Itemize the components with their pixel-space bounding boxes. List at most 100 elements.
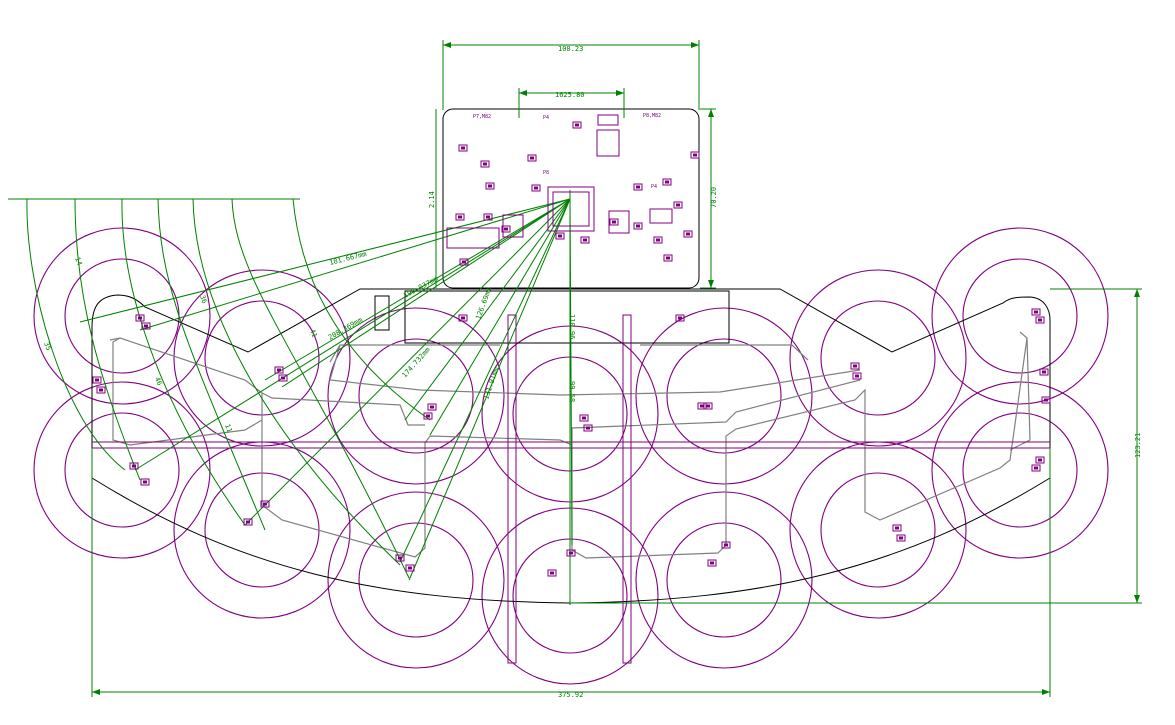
chip-icon — [703, 402, 713, 410]
chip-icon — [1035, 456, 1045, 464]
chip-icon — [633, 183, 643, 191]
pcb-inner-width-label: 1625.80 — [555, 91, 585, 99]
chip-icon — [633, 222, 643, 230]
sensor-circle-outer — [635, 491, 813, 669]
radial-line — [399, 198, 571, 563]
center-vertical-label: 110.96 — [568, 314, 576, 339]
sensor-circle-inner — [962, 412, 1078, 528]
chip-icon — [243, 518, 253, 526]
chip-icon — [527, 154, 537, 162]
chip-icon — [697, 402, 707, 410]
pcb-components — [92, 121, 1051, 577]
chip-icon — [675, 314, 685, 322]
arc-label: 14 — [73, 256, 83, 267]
chip-icon — [572, 121, 582, 129]
sensor-circle-outer — [789, 269, 967, 447]
chip-icon — [459, 258, 469, 266]
pcb-marker-center: P8 — [543, 170, 549, 176]
chip-icon — [92, 376, 102, 384]
radial-line — [281, 198, 571, 388]
radial-label: 181.667mm — [329, 250, 368, 267]
pcb-marker-left: P7,M82 — [473, 114, 491, 120]
sensor-circle-outer — [789, 441, 967, 619]
arc-dimension-lines — [26, 198, 431, 581]
chip-icon — [1035, 316, 1045, 324]
radial-line — [134, 198, 571, 471]
arc-label: 35 — [42, 341, 52, 352]
chip-icon — [673, 201, 683, 209]
chip-icon — [260, 500, 270, 508]
chip-icon — [458, 144, 468, 152]
radial-line — [404, 198, 571, 421]
sensor-circle-outer — [931, 381, 1109, 559]
pcb-marker-right: P8,M82 — [643, 113, 661, 119]
chip-icon — [423, 412, 433, 420]
pcb-marker-right-small: P4 — [651, 184, 657, 190]
radial-line — [139, 198, 571, 331]
chip-icon — [483, 213, 493, 221]
chip-icon — [480, 160, 490, 168]
chip-icon — [663, 254, 673, 262]
sensor-circle-inner — [64, 412, 180, 528]
pcb-width-label: 100.23 — [558, 45, 583, 53]
sensor-circle-outer — [33, 381, 211, 559]
radial-line — [244, 198, 571, 526]
radial-line — [264, 198, 571, 381]
radial-line — [79, 198, 571, 323]
sensor-circle-outer — [931, 227, 1109, 405]
sensor-circle-inner — [666, 338, 782, 454]
radial-line — [569, 198, 573, 546]
chip-icon — [580, 236, 590, 244]
chip-icon — [852, 372, 862, 380]
chip-icon — [683, 230, 693, 238]
overall-width-label: 375.92 — [558, 691, 583, 699]
radial-label: 174.732mm — [401, 346, 432, 380]
sensor-circle-outer — [327, 307, 505, 485]
chip-icon — [547, 569, 557, 577]
sensor-circle-inner — [820, 472, 936, 588]
dimension-labels: 100.23 1625.80 70.20 2.14 123.21 375.92 … — [428, 45, 1142, 699]
chip-icon — [707, 559, 717, 567]
chip-icon — [274, 366, 284, 374]
chip-icon — [501, 225, 511, 233]
chip-icon — [555, 232, 565, 240]
pcb-height-label: 70.20 — [710, 187, 718, 208]
arc-label: 46 — [153, 376, 163, 387]
chip-icon — [566, 549, 576, 557]
sensor-circle-inner — [64, 258, 180, 374]
trace-harness — [109, 331, 1031, 559]
sensor-circle-inner — [358, 522, 474, 638]
center-straps — [507, 314, 632, 664]
chip-icon — [405, 564, 415, 572]
sensor-circle-inner — [962, 258, 1078, 374]
chip-icon — [1041, 396, 1051, 404]
sensor-circle-inner — [666, 522, 782, 638]
sensor-circle-outer — [33, 227, 211, 405]
sensor-circle-inner — [358, 338, 474, 454]
chip-icon — [609, 218, 619, 226]
chip-icon — [96, 386, 106, 394]
chip-icon — [141, 322, 151, 330]
chip-icon — [690, 151, 700, 159]
arc-label: 41 — [308, 328, 318, 339]
chip-icon — [485, 182, 495, 190]
chip-icon — [721, 541, 731, 549]
chip-icon — [850, 362, 860, 370]
radial-label: 131.91mm — [482, 366, 500, 401]
overall-height-label: 123.21 — [1134, 433, 1142, 458]
arc-label: 11 — [223, 423, 233, 434]
sensor-circle-inner — [820, 300, 936, 416]
chip-icon — [896, 534, 906, 542]
chip-icon — [579, 414, 589, 422]
center-vertical-label-2: 99.58 — [568, 381, 576, 402]
chip-icon — [140, 478, 150, 486]
chip-icon — [892, 524, 902, 532]
pcb-marker-top: P4 — [543, 115, 549, 121]
chip-icon — [1031, 464, 1041, 472]
radial-line — [429, 198, 571, 436]
chip-icon — [455, 213, 465, 221]
chip-icon — [135, 314, 145, 322]
chip-icon — [427, 403, 437, 411]
